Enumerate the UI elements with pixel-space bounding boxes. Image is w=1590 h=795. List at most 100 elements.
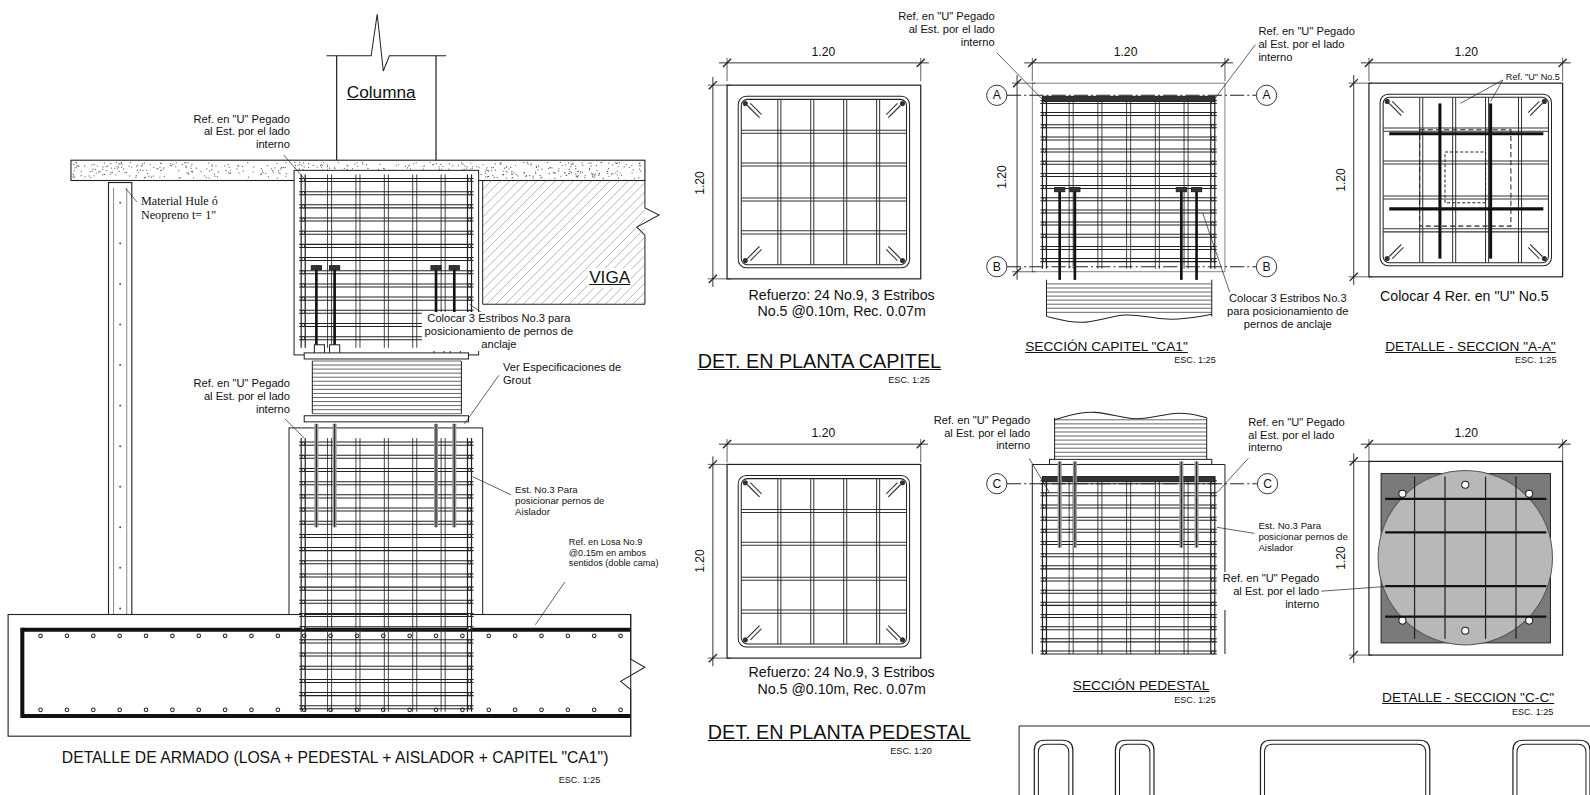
concrete-stipple	[338, 162, 339, 163]
transverse-bar	[434, 634, 438, 638]
concrete-stipple	[298, 165, 299, 166]
cross-tie	[741, 610, 906, 611]
concrete-stipple	[215, 165, 216, 166]
concrete-stipple	[271, 168, 272, 169]
stirrup	[299, 231, 473, 232]
dimension-text: 1.20	[1334, 168, 1348, 194]
concrete-stipple	[592, 176, 593, 177]
concrete-stipple	[110, 173, 111, 174]
hook	[747, 626, 759, 638]
concrete-stipple	[462, 164, 463, 165]
bar-dot	[302, 600, 305, 603]
vertical-bar	[327, 438, 328, 712]
bar-dot	[468, 455, 471, 458]
concrete-stipple	[299, 162, 300, 163]
dimension-tick	[1365, 59, 1373, 67]
concrete-stipple	[472, 168, 473, 169]
slab-rebar	[22, 628, 630, 632]
concrete-stipple	[206, 177, 207, 178]
transverse-bar	[566, 708, 570, 712]
annotation-note: Colocar 4 Rer. en "U" No.5	[1379, 288, 1550, 304]
concrete-stipple	[161, 170, 162, 171]
concrete-stipple	[128, 165, 129, 166]
stirrup	[1040, 626, 1216, 627]
transverse-bar	[592, 708, 596, 712]
stirrup	[299, 481, 473, 482]
stirrup	[299, 297, 473, 298]
concrete-stipple	[423, 168, 424, 169]
cross-tie	[1452, 97, 1453, 262]
bar-dot	[302, 284, 305, 287]
cross-tie	[876, 99, 877, 264]
annotation-note: Ver Especificaciones de Grout	[502, 361, 646, 387]
concrete-stipple	[104, 174, 105, 175]
bar-dot	[468, 574, 471, 577]
isolator-layer	[312, 360, 461, 361]
vertical-bar	[1069, 96, 1070, 268]
bar-dot	[1043, 541, 1046, 544]
concrete-stipple	[193, 177, 194, 178]
stirrup	[1040, 602, 1216, 603]
stirrup	[299, 178, 473, 179]
stirrup	[1040, 124, 1216, 125]
stirrup	[1040, 212, 1216, 213]
transverse-bar	[118, 634, 122, 638]
stirrup	[1040, 164, 1216, 165]
concrete-stipple	[554, 178, 555, 179]
column-edge	[336, 56, 337, 173]
concrete-stipple	[589, 169, 590, 170]
concrete-stipple	[511, 174, 512, 175]
frame-line	[1019, 726, 1020, 795]
concrete-stipple	[84, 165, 85, 166]
concrete-stipple	[112, 172, 113, 173]
cross-tie	[780, 479, 781, 644]
transverse-bar	[65, 708, 69, 712]
concrete-stipple	[362, 162, 363, 163]
element-name: VIGA	[588, 268, 631, 288]
stirrup	[299, 442, 473, 443]
concrete-stipple	[548, 168, 549, 169]
concrete-stipple	[624, 166, 625, 167]
stirrup-shape	[1119, 744, 1149, 795]
concrete-stipple	[491, 170, 492, 171]
transverse-bar	[592, 634, 596, 638]
concrete-stipple	[488, 176, 489, 177]
bar-dot	[468, 442, 471, 445]
bar-dot	[1043, 137, 1046, 140]
anchor-bolt	[334, 424, 335, 527]
slab-rebar	[20, 628, 24, 718]
vertical-bar	[331, 438, 332, 712]
bar-dot	[468, 468, 471, 471]
scale-note: ESC. 1:25	[1173, 355, 1217, 365]
stirrup	[299, 497, 473, 498]
concrete-stipple	[280, 169, 281, 170]
stirrup	[299, 679, 473, 680]
transverse-bar	[540, 634, 544, 638]
stirrup-shape	[1038, 744, 1068, 795]
concrete-stipple	[510, 167, 511, 168]
dimension-tick	[1559, 440, 1567, 448]
bar-dot	[1211, 137, 1214, 140]
bar-dot	[1211, 602, 1214, 605]
concrete-stipple	[81, 175, 82, 176]
isolator-layer	[1055, 444, 1207, 445]
drawing-title: SECCIÓN CAPITEL "CA1"	[1024, 339, 1189, 355]
transverse-bar	[91, 708, 95, 712]
dimension-tick	[1350, 79, 1358, 87]
stirrup	[1040, 173, 1216, 174]
isolator-layer	[312, 373, 461, 374]
bar-dot	[1043, 651, 1046, 654]
concrete-stipple	[533, 177, 534, 178]
stirrup	[299, 234, 473, 235]
isolator-layer	[312, 401, 461, 402]
concrete-stipple	[384, 168, 385, 169]
transverse-bar	[513, 708, 517, 712]
concrete-stipple	[327, 169, 328, 170]
vertical-bar	[388, 438, 389, 712]
bolt-nut	[1070, 188, 1080, 192]
cross-tie	[843, 99, 844, 264]
hook	[1389, 244, 1401, 256]
bar-dot	[302, 337, 305, 340]
drawing-title: DET. EN PLANTA PEDESTAL	[707, 721, 972, 744]
